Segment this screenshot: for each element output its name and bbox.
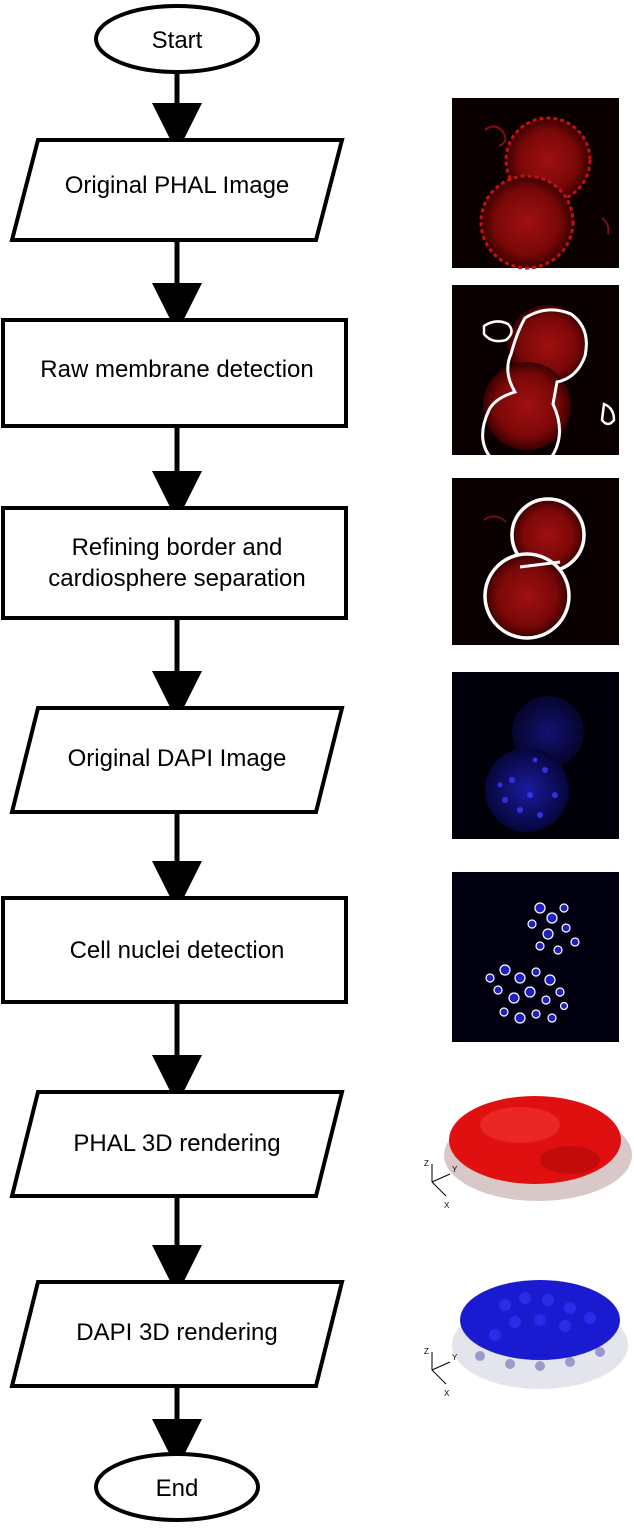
step-refining-border: Refining border and cardiosphere separat… bbox=[1, 506, 348, 620]
thumbnail-dapi-original bbox=[452, 672, 619, 839]
step-phal-3d-rendering: PHAL 3D rendering bbox=[9, 1090, 345, 1198]
axis-label-y: Y bbox=[452, 1165, 458, 1174]
axis-triad-icon bbox=[431, 1352, 451, 1385]
step-label: Original PHAL Image bbox=[65, 172, 290, 199]
step-label-line-1: Refining border and bbox=[72, 534, 283, 561]
axis-label-z: Z bbox=[424, 1159, 429, 1168]
axis-triad-icon bbox=[431, 1164, 451, 1197]
thumbnail-raw-membrane bbox=[452, 285, 619, 472]
step-label: Cell nuclei detection bbox=[70, 937, 285, 964]
thumbnail-refined-border bbox=[452, 478, 619, 645]
thumbnail-dapi-3d: Z Y X bbox=[424, 1280, 628, 1398]
step-label: DAPI 3D rendering bbox=[76, 1319, 277, 1346]
step-original-phal-image: Original PHAL Image bbox=[9, 138, 345, 242]
start-terminal: Start bbox=[94, 4, 260, 74]
step-raw-membrane-detection: Raw membrane detection bbox=[1, 318, 348, 428]
step-label: Original DAPI Image bbox=[68, 745, 287, 772]
thumbnail-nuclei-detection bbox=[452, 872, 619, 1042]
step-original-dapi-image: Original DAPI Image bbox=[9, 706, 345, 814]
step-label: Raw membrane detection bbox=[40, 356, 313, 383]
axis-label-x: X bbox=[444, 1389, 450, 1398]
thumbnail-phal-original bbox=[452, 98, 619, 270]
thumbnail-phal-3d: Z Y X bbox=[424, 1096, 632, 1210]
step-label: PHAL 3D rendering bbox=[73, 1130, 280, 1157]
end-label: End bbox=[156, 1475, 199, 1502]
step-dapi-3d-rendering: DAPI 3D rendering bbox=[9, 1280, 345, 1388]
axis-label-x: X bbox=[444, 1201, 450, 1210]
axis-label-y: Y bbox=[452, 1353, 458, 1362]
end-terminal: End bbox=[94, 1452, 260, 1522]
step-cell-nuclei-detection: Cell nuclei detection bbox=[1, 896, 348, 1004]
step-label-line-2: cardiosphere separation bbox=[48, 565, 306, 592]
axis-label-z: Z bbox=[424, 1347, 429, 1356]
start-label: Start bbox=[152, 27, 203, 54]
